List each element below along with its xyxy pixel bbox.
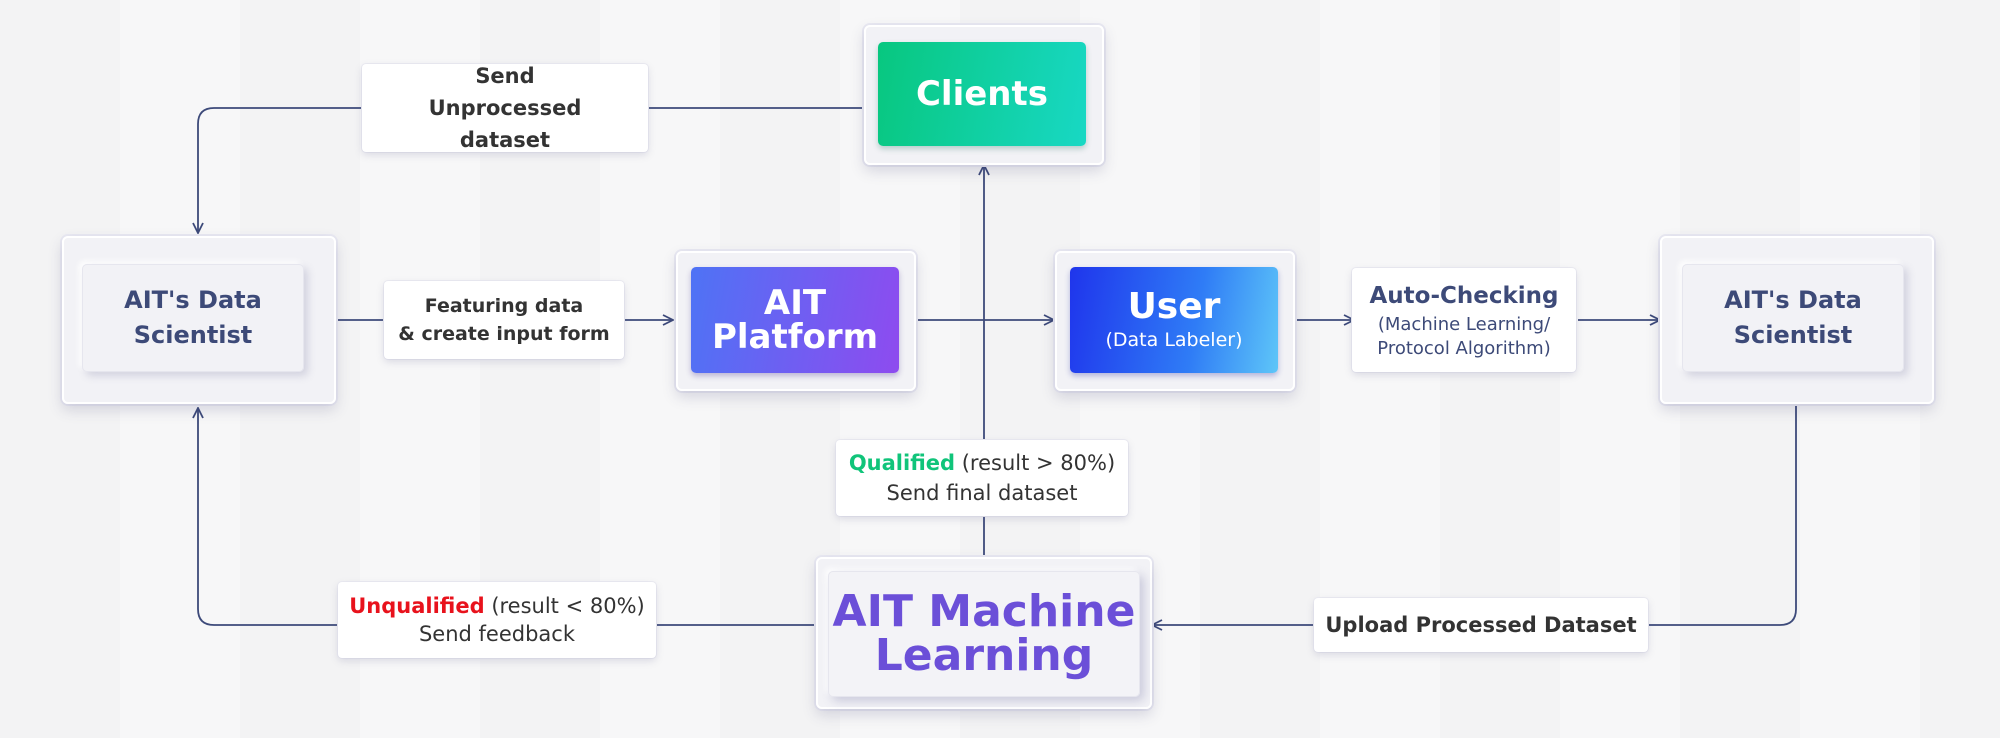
qualified-result: (result > 80%)	[955, 451, 1116, 475]
auto-checking-sub2: Protocol Algorithm)	[1377, 338, 1551, 359]
featuring-line1: Featuring data	[424, 295, 584, 317]
unqualified-line2: Send feedback	[418, 622, 576, 646]
data-scientist-right-label: AIT's Data Scientist	[1724, 286, 1862, 349]
edge-ml-to-ds-left	[198, 408, 816, 626]
edge-ds-right-to-ml	[1152, 404, 1797, 625]
unqualified-label: Unqualified (result < 80%) Send feedback	[338, 582, 656, 658]
send-unprocessed-label: Send Unprocessed dataset	[362, 64, 648, 152]
featuring-line2: & create input form	[398, 323, 610, 345]
qualified-line2: Send final dataset	[886, 481, 1078, 505]
featuring-data-label: Featuring data & create input form	[384, 281, 624, 359]
data-scientist-left-node: AIT's Data Scientist	[62, 236, 336, 404]
user-subtitle: (Data Labeler)	[1105, 329, 1243, 351]
user-node: User (Data Labeler)	[1055, 251, 1295, 391]
auto-checking-title: Auto-Checking	[1369, 283, 1559, 309]
user-title: User	[1127, 286, 1221, 327]
upload-processed-text: Upload Processed Dataset	[1325, 613, 1637, 637]
unqualified-line1: Unqualified (result < 80%)	[349, 592, 645, 620]
qualified-word: Qualified	[848, 451, 956, 475]
clients-box: Clients	[878, 42, 1086, 146]
data-scientist-left-label: AIT's Data Scientist	[124, 286, 262, 349]
data-scientist-right-box: AIT's Data Scientist	[1682, 264, 1904, 372]
auto-checking-sub1: (Machine Learning/	[1377, 314, 1551, 335]
unqualified-result: (result < 80%)	[484, 594, 645, 618]
machine-learning-line2: Learning	[874, 630, 1094, 681]
data-scientist-right-node: AIT's Data Scientist	[1660, 236, 1934, 404]
qualified-line1: Qualified (result > 80%)	[849, 448, 1115, 478]
user-box: User (Data Labeler)	[1070, 267, 1278, 373]
machine-learning-line1: AIT Machine	[832, 586, 1136, 637]
platform-box: AIT Platform	[691, 267, 899, 373]
platform-label-line2: Platform	[711, 317, 879, 357]
machine-learning-box: AIT Machine Learning	[828, 571, 1140, 697]
qualified-label: Qualified (result > 80%) Send final data…	[836, 440, 1128, 516]
edge-clients-to-ds-left	[198, 107, 888, 233]
platform-label-line1: AIT	[763, 283, 827, 323]
unqualified-word: Unqualified	[349, 594, 485, 618]
clients-node: Clients	[864, 25, 1104, 165]
upload-processed-label: Upload Processed Dataset	[1314, 598, 1648, 652]
data-scientist-left-box: AIT's Data Scientist	[82, 264, 304, 372]
platform-node: AIT Platform	[676, 251, 916, 391]
send-unprocessed-text: Send Unprocessed dataset	[428, 64, 582, 152]
machine-learning-node: AIT Machine Learning	[816, 557, 1152, 709]
clients-label: Clients	[915, 74, 1048, 114]
auto-checking-label: Auto-Checking (Machine Learning/ Protoco…	[1352, 268, 1576, 372]
